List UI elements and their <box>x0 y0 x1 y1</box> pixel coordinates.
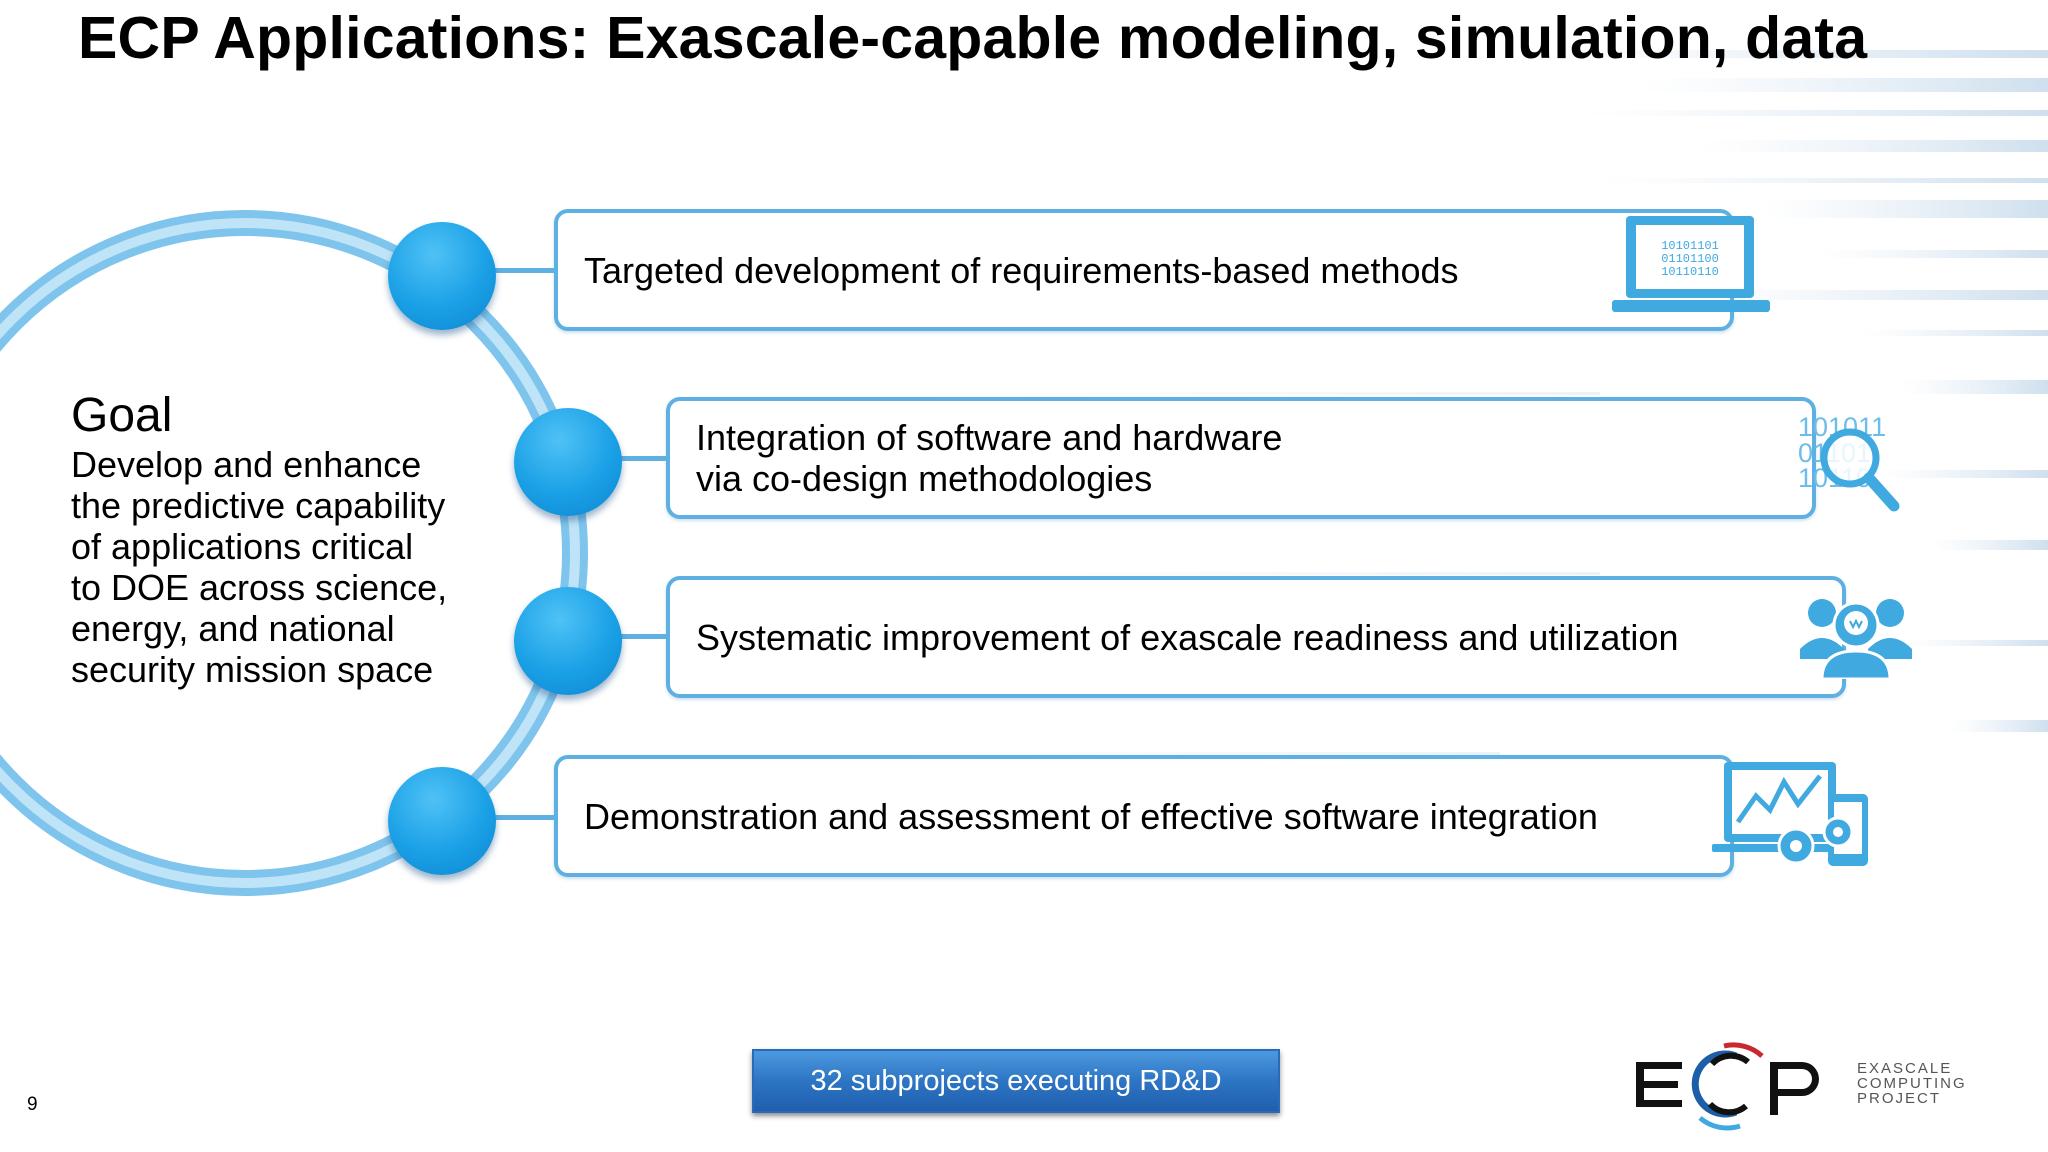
node-2 <box>514 408 622 516</box>
logo-line: PROJECT <box>1857 1090 1942 1107</box>
binary-text: 01101100 <box>1661 252 1719 266</box>
goal-line: to DOE across science, <box>71 567 448 608</box>
node-3 <box>514 587 622 695</box>
node-4 <box>388 767 496 875</box>
connector-1 <box>490 268 556 273</box>
subprojects-button[interactable]: 32 subprojects executing RD&D <box>752 1049 1280 1113</box>
binary-text: 10101101 <box>1661 239 1719 253</box>
binary-magnifier-icon: 101011 01101 10110 <box>1798 412 1900 512</box>
connector-2 <box>616 456 668 461</box>
goal-line: energy, and national <box>71 608 395 649</box>
item-box-4: Demonstration and assessment of effectiv… <box>554 755 1734 877</box>
node-1 <box>388 222 496 330</box>
dashboard-gears-icon <box>1712 762 1868 866</box>
item-box-1: Targeted development of requirements-bas… <box>554 209 1734 331</box>
item-line: Integration of software and hardware <box>696 417 1283 458</box>
goal-heading: Goal <box>71 389 173 442</box>
connector-4 <box>490 815 556 820</box>
item-box-2: Integration of software and hardware via… <box>666 397 1816 519</box>
goal-line: Develop and enhance <box>71 444 422 485</box>
laptop-binary-icon: 10101101 01101100 10110110 <box>1612 216 1770 312</box>
item-text: Targeted development of requirements-bas… <box>584 249 1459 291</box>
goal-description: Develop and enhance the predictive capab… <box>71 444 511 690</box>
item-text: Demonstration and assessment of effectiv… <box>584 795 1598 837</box>
logo-line: EXASCALE <box>1857 1060 1953 1077</box>
team-idea-icon <box>1800 599 1912 679</box>
item-text: Systematic improvement of exascale readi… <box>696 616 1679 658</box>
ecp-logo <box>1636 1042 1819 1131</box>
logo-line: COMPUTING <box>1857 1075 1967 1092</box>
goal-line: security mission space <box>71 649 434 690</box>
goal-line: the predictive capability <box>71 485 446 526</box>
slide-title: ECP Applications: Exascale-capable model… <box>78 5 1868 71</box>
goal-block: Goal Develop and enhance the predictive … <box>71 388 511 690</box>
item-line: via co-design methodologies <box>696 458 1153 499</box>
connector-3 <box>616 634 668 639</box>
logo-wordmark: EXASCALE COMPUTING PROJECT <box>1857 1061 1967 1106</box>
page-number: 9 <box>27 1094 38 1115</box>
goal-line: of applications critical <box>71 526 414 567</box>
item-text: Integration of software and hardware via… <box>696 417 1282 499</box>
binary-text: 10110110 <box>1661 265 1719 279</box>
item-box-3: Systematic improvement of exascale readi… <box>666 576 1846 698</box>
